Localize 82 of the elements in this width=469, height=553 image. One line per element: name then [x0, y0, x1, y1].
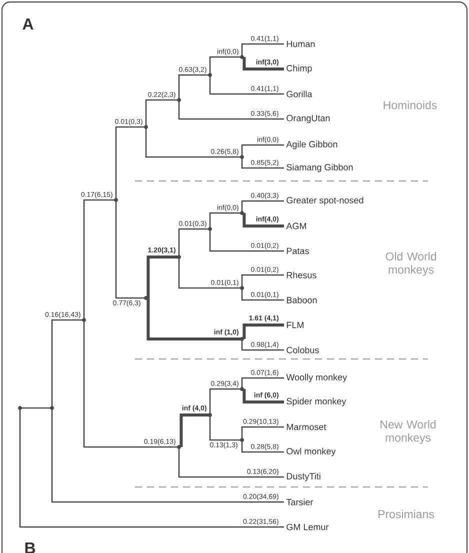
tree-branch [178, 74, 210, 100]
tree-branch [115, 126, 146, 200]
tree-branch [209, 388, 242, 415]
tree-branch [145, 99, 179, 127]
taxon-label: GM Lemur [286, 524, 329, 530]
tree-branch [83, 199, 116, 320]
branch-point [114, 198, 118, 202]
taxon-label: OrangUtan [286, 114, 330, 124]
branch-point [18, 406, 22, 410]
branch-point [240, 211, 244, 215]
tree-branch [209, 229, 284, 252]
taxon-label: Agile Gibbon [286, 140, 338, 150]
branch-point [240, 337, 244, 341]
taxon-label: Patas [286, 248, 309, 254]
group-name: Prosimians [378, 510, 434, 518]
tree-branch [242, 389, 284, 404]
tree-branch [209, 75, 284, 95]
tree-branch [241, 43, 284, 57]
tree-branch [178, 228, 210, 257]
taxon-label: Marmoset [286, 424, 326, 430]
tree-branch [20, 407, 52, 409]
tree-branch [241, 440, 284, 453]
branch-point [208, 227, 212, 231]
branch-point [82, 318, 86, 322]
branch-point [144, 296, 148, 300]
branch-point [208, 73, 212, 77]
tree-branch [19, 408, 284, 528]
tree-branch [241, 377, 284, 389]
taxon-label: AGM [286, 222, 306, 230]
branch-point [208, 413, 212, 417]
tree-branch [241, 157, 284, 169]
taxon-label: Woolly monkey [286, 374, 348, 382]
group-name: Hominoids [384, 100, 437, 110]
branch-point [240, 55, 244, 59]
panel-letter: A [22, 18, 34, 30]
tree-branch [146, 256, 179, 298]
tree-branch [83, 320, 179, 448]
tree-branch [242, 324, 284, 339]
tree-branch [180, 414, 210, 447]
taxon-label: Gorilla [286, 90, 312, 98]
tree-branch [51, 319, 84, 408]
taxon-label: Greater spot-nosed [286, 196, 364, 206]
taxon-label: Tarsier [286, 498, 314, 506]
tree-branch [178, 447, 284, 478]
branch-point [240, 286, 244, 290]
group-name: New World monkeys [380, 420, 436, 444]
tree-branch [178, 100, 284, 120]
taxon-label: Human [286, 40, 315, 48]
tree-branch [241, 144, 284, 157]
tree-branch [145, 127, 242, 158]
tree-branch [241, 339, 284, 351]
taxon-label: Colobus [286, 346, 319, 354]
branch-point [177, 255, 181, 259]
branch-point [240, 155, 244, 159]
taxon-label: Owl monkey [286, 448, 336, 456]
taxon-label: DustyTiti [286, 472, 320, 482]
taxon-label: Spider monkey [286, 398, 346, 406]
tree-branch [209, 56, 242, 75]
branch-point [144, 125, 148, 129]
tree-branch [241, 288, 284, 301]
group-name: Old World monkeys [386, 252, 436, 276]
tree-branch [209, 212, 242, 229]
tree-branch [241, 274, 284, 288]
tree-branch [242, 57, 284, 70]
taxon-label: Baboon [286, 296, 317, 304]
tree-branch [241, 426, 284, 440]
taxon-label: Rhesus [286, 272, 316, 278]
tree-branch [115, 200, 146, 299]
branch-point [240, 438, 244, 442]
tree-branch [178, 257, 242, 289]
branch-point [177, 445, 181, 449]
branch-point [177, 98, 181, 102]
branch-point [240, 387, 244, 391]
taxon-label: Chimp [286, 64, 312, 74]
tree-branch [51, 408, 284, 503]
branch-point [50, 406, 54, 410]
tree-branch [242, 213, 284, 228]
tree-branch [241, 200, 284, 213]
taxon-label: Siamang Gibbon [286, 164, 353, 172]
taxon-label: FLM [286, 322, 304, 328]
tree-branch [209, 415, 242, 441]
tree-branch [146, 298, 242, 340]
